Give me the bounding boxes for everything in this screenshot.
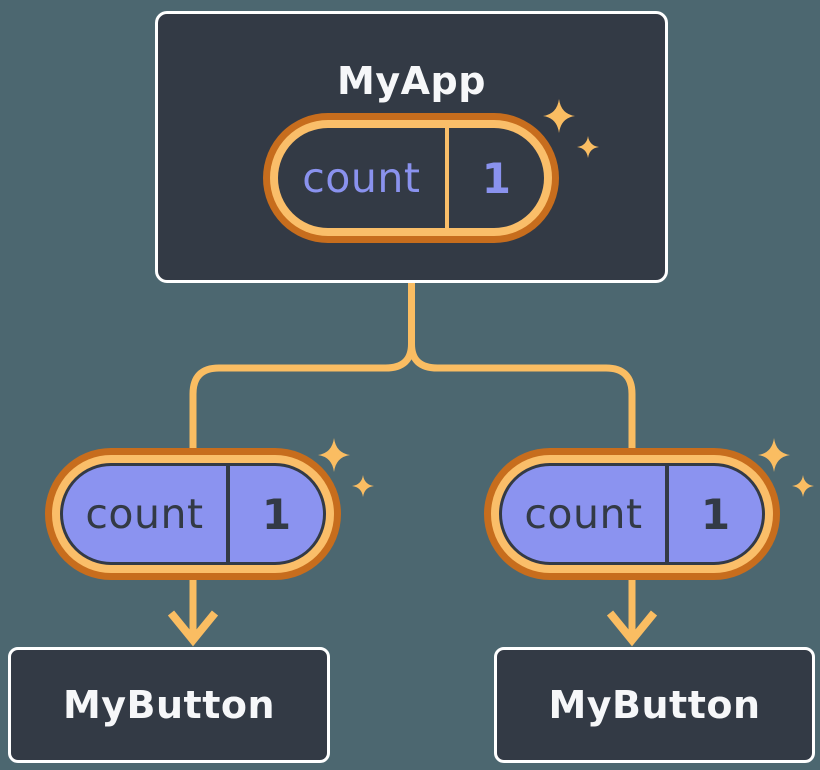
state-pill-myapp: count 1 — [263, 113, 559, 243]
node-mybutton-right: MyButton — [494, 647, 815, 763]
state-pill-divider — [444, 128, 449, 228]
node-mybutton-title: MyButton — [62, 683, 276, 727]
node-mybutton-left: MyButton — [8, 647, 330, 763]
sparkle-icon — [318, 438, 374, 497]
prop-pill-left: count 1 — [45, 448, 341, 580]
prop-pill-divider — [225, 466, 230, 562]
node-mybutton-title: MyButton — [548, 683, 761, 727]
prop-pill-inner-ring: count 1 — [52, 455, 334, 573]
state-pill-core: count 1 — [278, 128, 544, 228]
prop-pill-inner-ring: count 1 — [491, 455, 773, 573]
prop-pill-right: count 1 — [484, 448, 780, 580]
state-pill-value: 1 — [481, 153, 511, 203]
prop-pill-value: 1 — [261, 489, 292, 539]
state-pill-inner-ring: count 1 — [270, 120, 552, 236]
state-pill-label: count — [302, 154, 421, 202]
prop-pill-label: count — [524, 490, 643, 538]
sparkle-icon — [758, 438, 814, 497]
prop-pill-core: count 1 — [60, 463, 326, 565]
arrowhead-left-icon — [167, 610, 219, 647]
node-myapp-title: MyApp — [337, 59, 486, 103]
arrowhead-right-icon — [606, 610, 658, 647]
prop-pill-core: count 1 — [499, 463, 765, 565]
connector-right — [408, 283, 636, 637]
prop-pill-divider — [664, 466, 669, 562]
prop-pill-value: 1 — [700, 489, 731, 539]
prop-pill-label: count — [85, 490, 204, 538]
sparkle-icon — [543, 99, 599, 158]
